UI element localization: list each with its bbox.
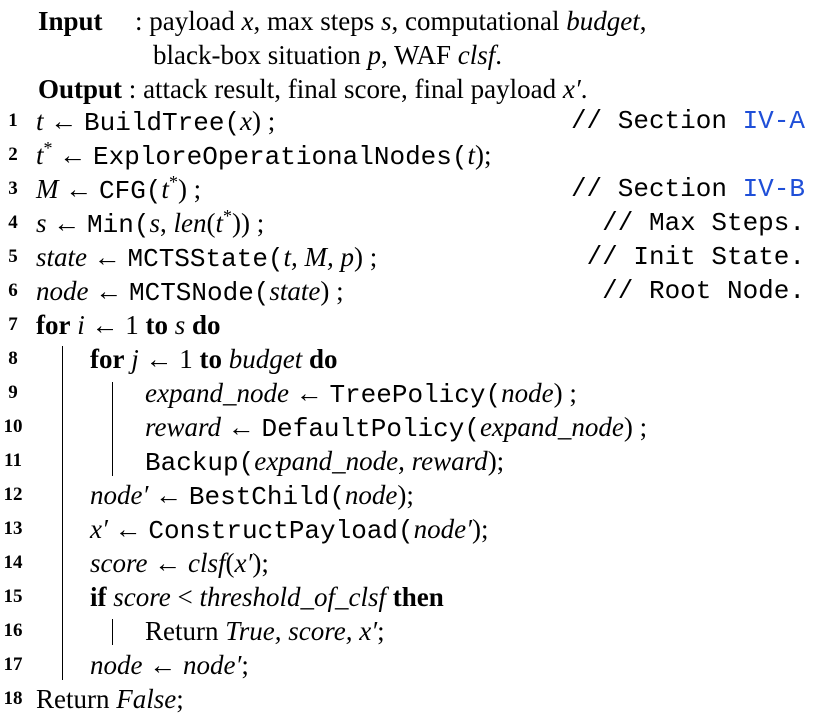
inner-loop-bar: [112, 382, 113, 476]
if-block-bar: [112, 619, 113, 645]
line-number: 6: [8, 280, 18, 301]
input-line-2: black-box situation p, WAF clsf.: [153, 40, 502, 70]
line-number: 15: [3, 586, 23, 607]
algo-line-15: 15 if score < threshold_of_clsf then: [0, 580, 820, 614]
outer-loop-bar: [62, 346, 63, 680]
line-number: 10: [3, 416, 23, 437]
line-number: 17: [3, 654, 23, 675]
output-separator: :: [128, 74, 137, 104]
input-label: Input: [38, 6, 103, 36]
line-number: 12: [3, 484, 23, 505]
algo-line-9: 9 expand_node ← TreePolicy(node) ;: [0, 376, 820, 410]
line-number: 14: [3, 552, 23, 573]
algo-line-6: 6 node ← MCTSNode(state) ; // Root Node.: [0, 274, 820, 308]
input-separator: :: [135, 6, 143, 36]
algo-line-11: 11 Backup(expand_node, reward);: [0, 444, 820, 478]
comment: // Max Steps.: [602, 208, 805, 238]
algo-line-16: 16 Return True, score, x′;: [0, 614, 820, 648]
output-line: Output : attack result, final score, fin…: [38, 74, 588, 104]
section-link[interactable]: IV-A: [742, 106, 805, 136]
algo-line-3: 3 M ← CFG(t*) ; // Section IV-B: [0, 172, 820, 206]
algo-line-14: 14 score ← clsf(x′);: [0, 546, 820, 580]
section-link[interactable]: IV-B: [742, 174, 805, 204]
algo-line-10: 10 reward ← DefaultPolicy(expand_node) ;: [0, 410, 820, 444]
line-number: 11: [4, 450, 22, 471]
algo-line-8: 8 for j ← 1 to budget do: [0, 342, 820, 376]
line-number: 4: [8, 212, 18, 233]
line-number: 18: [3, 688, 23, 709]
line-number: 8: [8, 348, 18, 369]
line-number: 5: [8, 246, 18, 267]
comment: // Section IV-A: [570, 106, 805, 136]
algo-line-2: 2 t* ← ExploreOperationalNodes(t);: [0, 138, 820, 172]
line-number: 16: [3, 620, 23, 641]
line-number: 9: [8, 382, 18, 403]
algo-line-12: 12 node′ ← BestChild(node);: [0, 478, 820, 512]
algo-line-1: 1 t ← BuildTree(x) ; // Section IV-A: [0, 104, 820, 138]
algo-line-7: 7 for i ← 1 to s do: [0, 308, 820, 342]
algo-line-17: 17 node ← node′;: [0, 648, 820, 682]
output-label: Output: [38, 74, 123, 104]
algo-line-5: 5 state ← MCTSState(t, M, p) ; // Init S…: [0, 240, 820, 274]
line-number: 13: [3, 518, 23, 539]
line-number: 1: [8, 110, 18, 131]
comment: // Init State.: [586, 242, 805, 272]
line-number: 2: [8, 144, 18, 165]
algo-line-13: 13 x′ ← ConstructPayload(node′);: [0, 512, 820, 546]
line-number: 3: [8, 178, 18, 199]
input-line-1: Input : payload x, max steps s, computat…: [38, 6, 647, 36]
comment: // Root Node.: [602, 276, 805, 306]
comment: // Section IV-B: [570, 174, 805, 204]
algo-line-18: 18 Return False;: [0, 682, 820, 716]
algo-line-4: 4 s ← Min(s, len(t*)) ; // Max Steps.: [0, 206, 820, 240]
line-number: 7: [8, 314, 18, 335]
